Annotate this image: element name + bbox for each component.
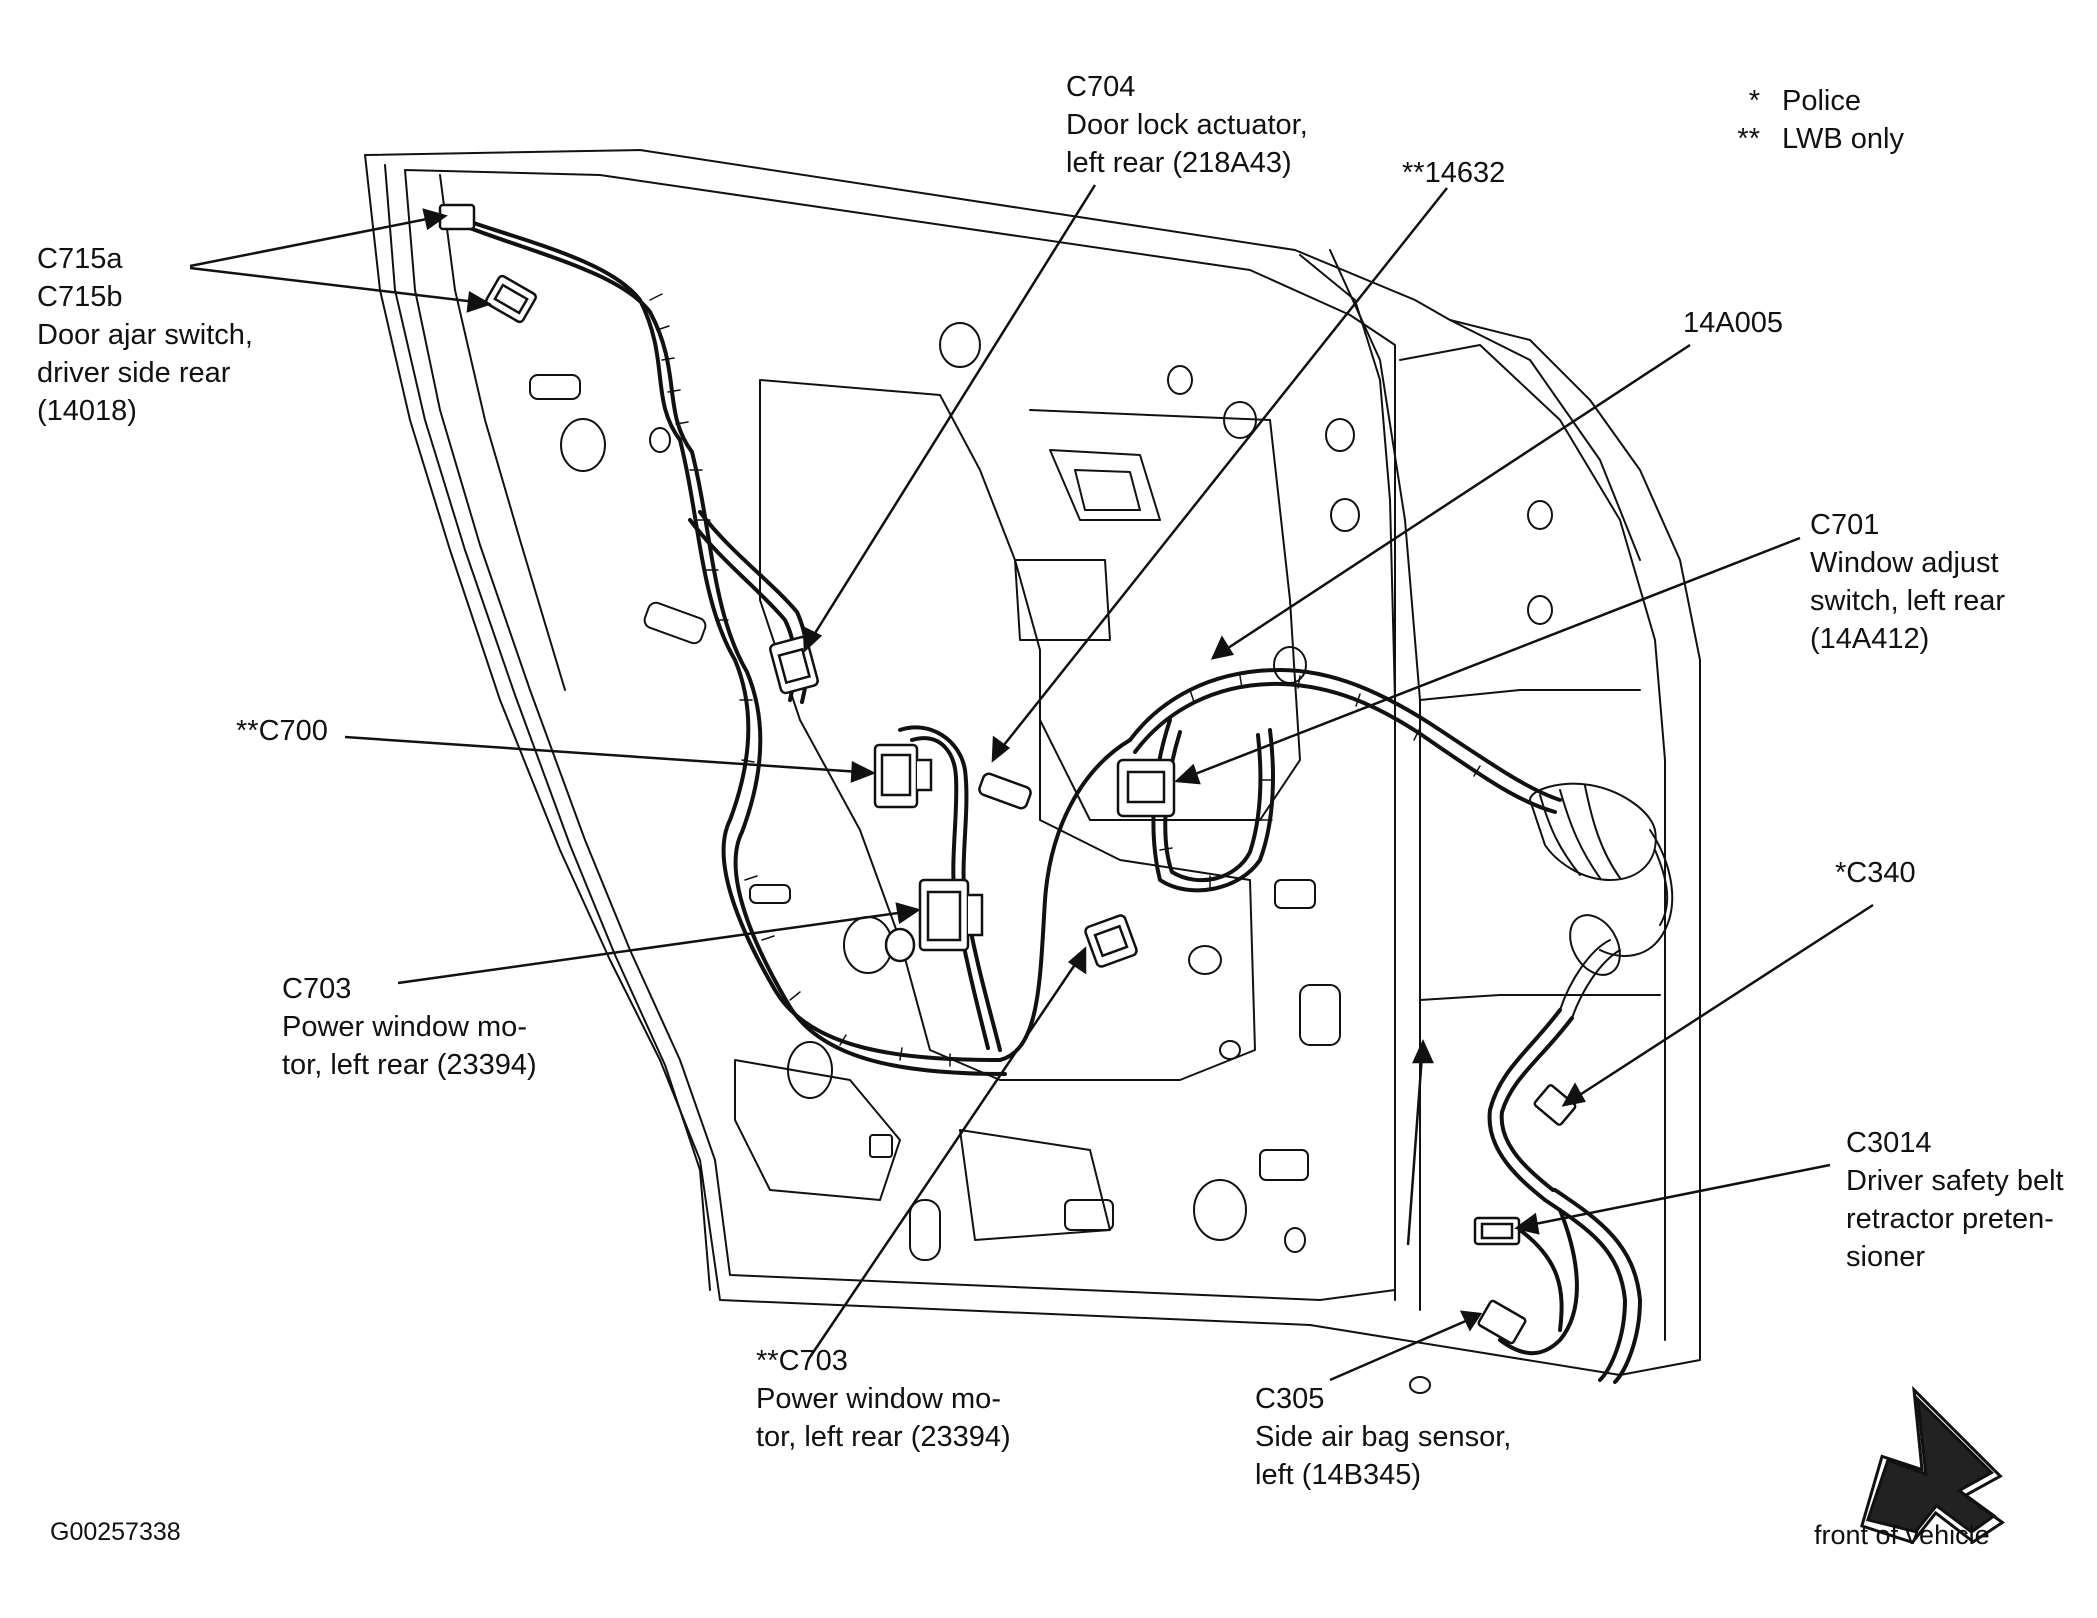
leader-c703-lwb xyxy=(806,946,1087,1361)
callout-line: Window adjust xyxy=(1810,547,1999,579)
wiring-harness xyxy=(448,213,1132,1062)
callout-line: left (14B345) xyxy=(1255,1459,1422,1491)
leader-14632 xyxy=(991,187,1448,763)
callout-line: Side air bag sensor, xyxy=(1255,1421,1512,1453)
connector-c703 xyxy=(884,878,984,963)
callout-line: tor, left rear (23394) xyxy=(282,1049,537,1081)
callout-line: Power window mo- xyxy=(282,1011,527,1043)
inner-panel-cavity xyxy=(759,379,1256,1081)
callout-c305: C305 Side air bag sensor, left (14B345) xyxy=(1255,1380,1511,1494)
leader-14a005 xyxy=(1210,343,1691,660)
legend-mark: * xyxy=(1748,85,1760,117)
leader-c704 xyxy=(802,184,1097,653)
connector-c340 xyxy=(1533,1084,1577,1126)
legend-mark: ** xyxy=(1737,123,1760,155)
callout-line: (14018) xyxy=(37,395,137,427)
callout-c701: C701 Window adjust switch, left rear (14… xyxy=(1810,506,2005,658)
legend-row-police: * Police xyxy=(1714,82,1904,120)
legend: * Police ** LWB only xyxy=(1714,82,1904,158)
legend-text: Police xyxy=(1782,85,1861,117)
leader-c3014 xyxy=(1514,1163,1831,1235)
callout-c703: C703 Power window mo- tor, left rear (23… xyxy=(282,970,537,1084)
callout-line: C703 xyxy=(282,973,352,1005)
callout-line: C305 xyxy=(1255,1383,1325,1415)
callout-line: *C340 xyxy=(1835,857,1916,889)
leader-c715a xyxy=(189,208,448,268)
callout-line: 14A005 xyxy=(1683,307,1783,339)
callout-c700: **C700 xyxy=(236,712,328,750)
legend-text: LWB only xyxy=(1782,123,1904,155)
b-pillar xyxy=(1299,254,1396,1301)
callout-line: sioner xyxy=(1846,1241,1925,1273)
callout-line: driver side rear xyxy=(37,357,231,389)
door-inner-frame xyxy=(404,169,1396,1301)
callout-line: **C700 xyxy=(236,715,328,747)
callout-c715: C715a C715b Door ajar switch, driver sid… xyxy=(37,240,253,430)
callout-line: retractor preten- xyxy=(1846,1203,2054,1235)
callout-line: Driver safety belt xyxy=(1846,1165,2064,1197)
figure-id: G00257338 xyxy=(50,1518,181,1546)
front-of-vehicle-label: front of vehicle xyxy=(1814,1520,1990,1550)
door-outer-shell xyxy=(364,149,1701,1376)
callout-line: tor, left rear (23394) xyxy=(756,1421,1011,1453)
front-direction-arrow-icon xyxy=(1859,1385,2005,1545)
harness-grommet xyxy=(1529,782,1657,881)
connector-c715 xyxy=(438,203,537,324)
leader-c340 xyxy=(1561,903,1874,1107)
callout-line: **C703 xyxy=(756,1345,848,1377)
callout-c703-lwb: **C703 Power window mo- tor, left rear (… xyxy=(756,1342,1011,1456)
callout-line: Door ajar switch, xyxy=(37,319,253,351)
callout-line: switch, left rear xyxy=(1810,585,2005,617)
leader-c701 xyxy=(1174,536,1801,785)
legend-row-lwb: ** LWB only xyxy=(1714,120,1904,158)
callout-line: (14A412) xyxy=(1810,623,1930,655)
connector-c3014 xyxy=(1473,1216,1521,1246)
callout-line: C701 xyxy=(1810,509,1880,541)
callout-c340: *C340 xyxy=(1835,854,1916,892)
callout-14a005: 14A005 xyxy=(1683,304,1783,342)
leader-c305 xyxy=(1329,1310,1483,1382)
callout-line: C715b xyxy=(37,281,123,313)
leader-c715b xyxy=(189,266,493,313)
connector-c704 xyxy=(769,635,819,695)
callout-line: C715a xyxy=(37,243,123,275)
callout-c704: C704 Door lock actuator, left rear (218A… xyxy=(1066,68,1308,182)
callout-line: left rear (218A43) xyxy=(1066,147,1292,179)
connector-c701 xyxy=(1116,758,1176,818)
connector-c305 xyxy=(1477,1299,1527,1345)
leader-sill xyxy=(1406,1038,1434,1246)
callout-line: Door lock actuator, xyxy=(1066,109,1308,141)
callout-line: C3014 xyxy=(1846,1127,1932,1159)
connector-c700 xyxy=(873,743,933,809)
leader-c703 xyxy=(397,902,921,985)
callout-c3014: C3014 Driver safety belt retractor prete… xyxy=(1846,1124,2064,1276)
connector-c703-lwb xyxy=(1084,914,1138,968)
callout-line: C704 xyxy=(1066,71,1136,103)
callout-14632: **14632 xyxy=(1402,154,1505,192)
hinge-strap xyxy=(978,772,1032,810)
callout-line: Power window mo- xyxy=(756,1383,1001,1415)
leader-c700 xyxy=(344,735,877,783)
callout-line: **14632 xyxy=(1402,157,1506,189)
